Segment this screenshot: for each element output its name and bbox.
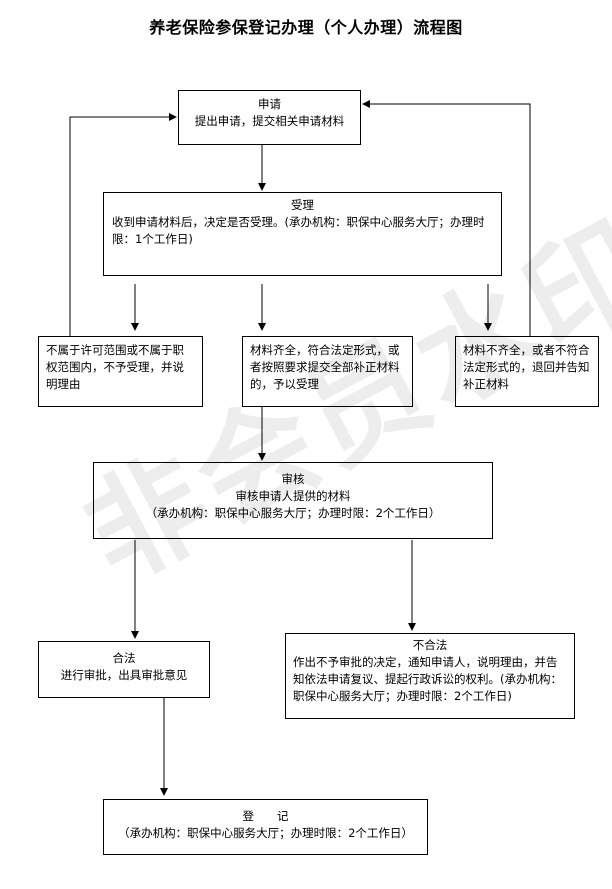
node-accept-heading: 受理	[291, 198, 314, 212]
node-reject-body: 不属于许可范围或不属于职权范围内，不予受理，并说明理由	[46, 343, 184, 391]
node-legal-heading: 合法	[112, 651, 136, 665]
node-complete: 材料齐全，符合法定形式，或者按照要求提交全部补正材料的，予以受理	[242, 336, 413, 407]
node-illegal-heading: 不合法	[412, 638, 448, 652]
node-review-heading: 审核	[281, 472, 305, 486]
node-review-body: 审核申请人提供的材料	[235, 489, 351, 503]
node-reject: 不属于许可范围或不属于职权范围内，不予受理，并说明理由	[38, 336, 203, 407]
node-apply-heading: 申请	[258, 97, 281, 111]
node-complete-body: 材料齐全，符合法定形式，或者按照要求提交全部补正材料的，予以受理	[250, 343, 400, 391]
node-illegal: 不合法 作出不予审批的决定，通知申请人，说明理由，并告知依法申请复议、提起行政诉…	[285, 633, 575, 719]
node-legal: 合法 进行审批，出具审批意见	[38, 641, 210, 698]
page-title: 养老保险参保登记办理（个人办理）流程图	[149, 18, 463, 37]
node-register: 登 记 （承办机构：职保中心服务大厅；办理时限：2个工作日）	[103, 799, 428, 855]
node-incomplete-body: 材料不齐全，或者不符合法定形式的，退回并告知补正材料	[463, 343, 590, 391]
node-incomplete: 材料不齐全，或者不符合法定形式的，退回并告知补正材料	[455, 336, 599, 407]
node-illegal-body: 作出不予审批的决定，通知申请人，说明理由，并告知依法申请复议、提起行政诉讼的权利…	[293, 655, 562, 703]
node-review: 审核 审核申请人提供的材料 （承办机构：职保中心服务大厅；办理时限：2个工作日）	[93, 462, 493, 539]
node-legal-body: 进行审批，出具审批意见	[60, 668, 188, 682]
node-register-heading: 登 记	[242, 809, 289, 823]
node-apply: 申请 提出申请，提交相关申请材料	[178, 90, 361, 145]
node-accept: 受理 收到申请材料后，决定是否受理。(承办机构：职保中心服务大厅；办理时限：1个…	[103, 192, 502, 276]
watermark: 非会员水印	[62, 194, 612, 608]
node-accept-body: 收到申请材料后，决定是否受理。(承办机构：职保中心服务大厅；办理时限：1个工作日…	[112, 215, 485, 246]
node-apply-body: 提出申请，提交相关申请材料	[194, 114, 345, 128]
node-register-body: （承办机构：职保中心服务大厅；办理时限：2个工作日）	[118, 826, 413, 840]
node-review-note: （承办机构：职保中心服务大厅；办理时限：2个工作日）	[145, 506, 441, 520]
